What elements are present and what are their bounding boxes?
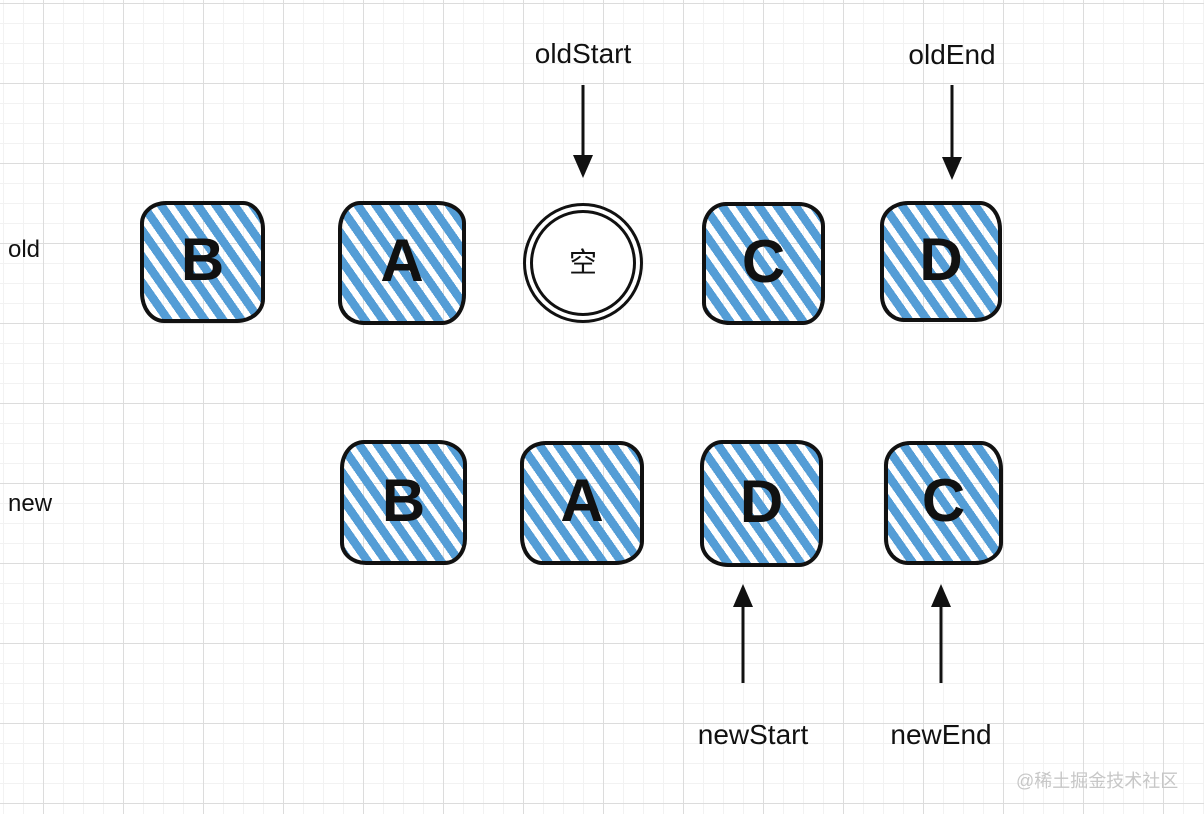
old-node-a: A xyxy=(338,201,466,325)
old-end-arrow-icon xyxy=(940,85,964,180)
node-letter: A xyxy=(380,227,424,294)
old-row-label: old xyxy=(8,236,41,263)
old-node-b: B xyxy=(140,201,265,323)
arrow-head xyxy=(573,155,593,178)
old-node-c: C xyxy=(702,202,825,325)
new-end-arrow-icon xyxy=(929,584,953,683)
arrow-shaft xyxy=(939,600,943,683)
node-letter: C xyxy=(921,467,966,534)
arrow-head xyxy=(942,157,962,180)
node-letter: B xyxy=(180,226,225,293)
new-start-arrow-icon xyxy=(731,584,755,683)
new-start-label: newStart xyxy=(697,719,809,750)
old-start-label: oldStart xyxy=(534,38,632,69)
node-letter: B xyxy=(381,466,426,534)
new-row-label: new xyxy=(8,490,53,517)
node-letter: D xyxy=(919,225,963,293)
juejin-watermark: @稀土掘金技术社区 xyxy=(1016,771,1179,791)
new-node-c: C xyxy=(884,441,1003,565)
arrow-shaft xyxy=(581,85,585,162)
node-letter: D xyxy=(739,467,784,535)
new-node-d: D xyxy=(700,440,823,567)
old-node-d: D xyxy=(880,201,1002,322)
circle-inner-ring: 空 xyxy=(530,210,636,316)
node-letter: C xyxy=(741,227,786,295)
arrow-head xyxy=(733,584,753,607)
empty-node-label: 空 xyxy=(568,247,597,278)
old-empty-circle: 空 xyxy=(523,203,643,323)
old-start-arrow-icon xyxy=(571,85,595,178)
arrow-head xyxy=(931,584,951,607)
old-end-label: oldEnd xyxy=(908,39,996,70)
new-end-label: newEnd xyxy=(890,719,992,750)
node-letter: A xyxy=(560,467,604,534)
arrow-shaft xyxy=(950,85,954,164)
new-node-b: B xyxy=(340,440,467,565)
arrow-shaft xyxy=(741,600,745,683)
new-node-a: A xyxy=(520,441,644,565)
